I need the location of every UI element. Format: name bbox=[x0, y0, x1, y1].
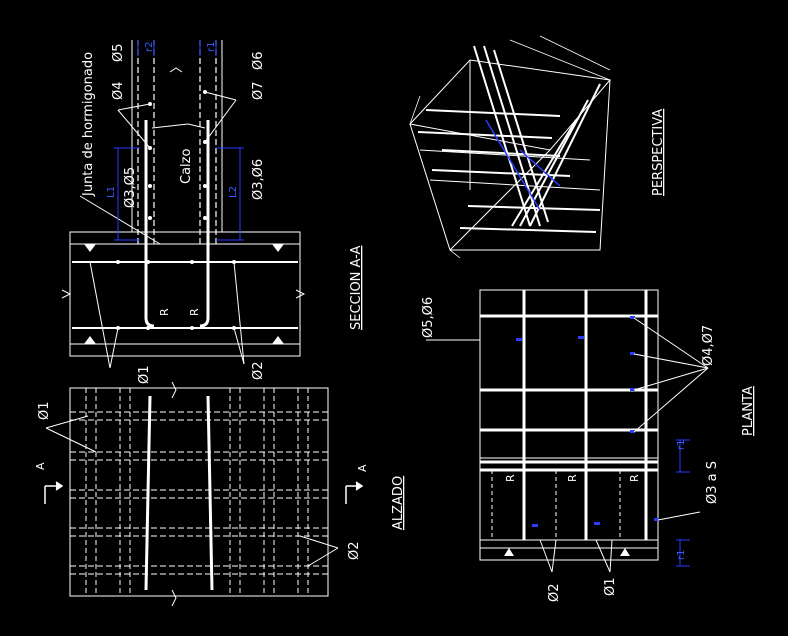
perspective-box bbox=[409, 59, 611, 251]
planta-r1-bottom: r1 bbox=[676, 550, 687, 560]
section-calzo-label: Calzo bbox=[179, 149, 194, 184]
planta-phi3s-label: Ø3 a S bbox=[705, 461, 720, 504]
alzado-vertical-bars bbox=[85, 388, 309, 596]
section-r-left: R bbox=[158, 308, 171, 316]
section-l2-label: L2 bbox=[228, 186, 239, 198]
planta-grid-vertical bbox=[522, 290, 648, 540]
planta-title: PLANTA bbox=[741, 386, 756, 436]
section-marker-a-left-label: A bbox=[34, 462, 47, 470]
section-spacers bbox=[84, 244, 284, 344]
alzado-title: ALZADO bbox=[391, 476, 406, 530]
section-wall-bars bbox=[137, 40, 217, 244]
section-wall-faces bbox=[131, 40, 223, 232]
planta-r-3: R bbox=[628, 474, 641, 482]
section-phi2-label: Ø2 bbox=[251, 361, 266, 380]
section-phi35-label: Ø3,Ø5 bbox=[123, 167, 138, 208]
section-marker-a-left bbox=[44, 481, 64, 504]
planta-r-2: R bbox=[566, 474, 579, 482]
section-bar-dots bbox=[116, 90, 236, 330]
planta-r-1: R bbox=[504, 474, 517, 482]
planta-leaders bbox=[426, 317, 709, 573]
planta-r1-top: r1 bbox=[676, 440, 687, 450]
alzado-heavy-bars bbox=[144, 395, 214, 591]
section-calzo-leaders bbox=[79, 91, 245, 369]
alzado-phi1-label: Ø1 bbox=[37, 401, 52, 420]
planta-slab-lines bbox=[480, 457, 658, 549]
alzado-leaders bbox=[45, 415, 339, 567]
section-phi5-label: Ø5 bbox=[111, 43, 126, 62]
perspective-inclined-bars bbox=[473, 45, 601, 227]
section-title: SECCION A-A bbox=[349, 245, 364, 330]
section-phi4-label: Ø4 bbox=[111, 81, 126, 100]
perspective-edges bbox=[409, 35, 611, 259]
perspective-view: PERSPECTIVA bbox=[409, 35, 666, 259]
planta-view: r1 r1 R R R Ø5,Ø6 Ø4,Ø7 Ø3 a S Ø2 Ø1 PLA… bbox=[421, 289, 756, 602]
planta-blue-marks bbox=[516, 316, 659, 527]
alzado-view: A A Ø1 Ø2 ALZADO bbox=[34, 381, 406, 607]
planta-dashed bbox=[491, 470, 621, 540]
planta-phi47-label: Ø4,Ø7 bbox=[701, 325, 716, 366]
section-phi1-label: Ø1 bbox=[137, 365, 152, 384]
planta-phi56-label: Ø5,Ø6 bbox=[421, 297, 436, 338]
perspective-title: PERSPECTIVA bbox=[651, 109, 666, 196]
section-dimensions bbox=[114, 40, 244, 241]
section-u-bar-left bbox=[144, 120, 155, 328]
section-l1-label: L1 bbox=[106, 186, 117, 198]
planta-outline bbox=[479, 289, 659, 561]
section-r1-label: r1 bbox=[206, 42, 217, 52]
section-junta-label: Junta de hormigonado bbox=[81, 52, 96, 197]
section-phi36-label: Ø3,Ø6 bbox=[251, 159, 266, 200]
section-phi7-label: Ø7 bbox=[251, 81, 266, 100]
alzado-break-bottom bbox=[171, 589, 177, 607]
planta-phi2-label: Ø2 bbox=[547, 583, 562, 602]
section-marker-a-right bbox=[345, 481, 364, 504]
section-r-right: R bbox=[188, 308, 201, 316]
section-r2-label: r2 bbox=[144, 42, 155, 52]
alzado-horizontal-bars bbox=[70, 411, 328, 575]
section-marker-a-right-label: A bbox=[356, 464, 369, 472]
section-view: L1 L2 r2 r1 Junta de hormigonado Calzo Ø… bbox=[61, 40, 364, 384]
alzado-break-top bbox=[171, 381, 177, 399]
section-longitudinal-bars bbox=[72, 261, 298, 329]
planta-spacers bbox=[504, 548, 630, 556]
perspective-blue-bars bbox=[485, 119, 561, 211]
alzado-phi2-label: Ø2 bbox=[347, 541, 362, 560]
planta-dimensions bbox=[676, 439, 690, 567]
section-u-bar-right bbox=[199, 120, 210, 328]
section-phi6-label: Ø6 bbox=[251, 51, 266, 70]
alzado-slab-outline bbox=[69, 387, 329, 597]
planta-grid-horizontal bbox=[480, 314, 658, 472]
planta-phi1-label: Ø1 bbox=[603, 577, 618, 596]
